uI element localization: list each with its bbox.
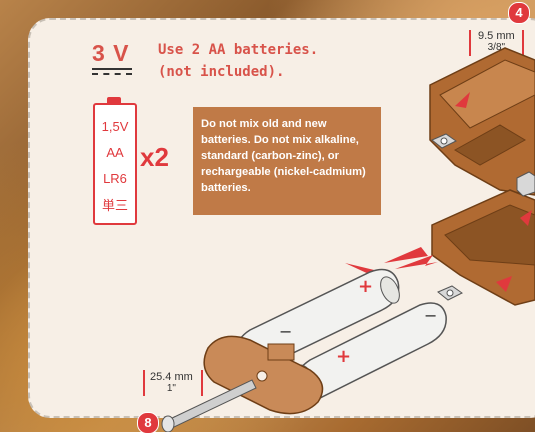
plus-mark-upper: + [358, 276, 373, 297]
minus-mark-upper: − [279, 322, 292, 341]
minus-mark-lower: − [424, 306, 437, 325]
step-marker-bottom: 8 [137, 412, 159, 434]
step-marker-top: 4 [508, 2, 530, 24]
screw [162, 380, 256, 432]
plus-mark-lower: + [336, 346, 351, 367]
